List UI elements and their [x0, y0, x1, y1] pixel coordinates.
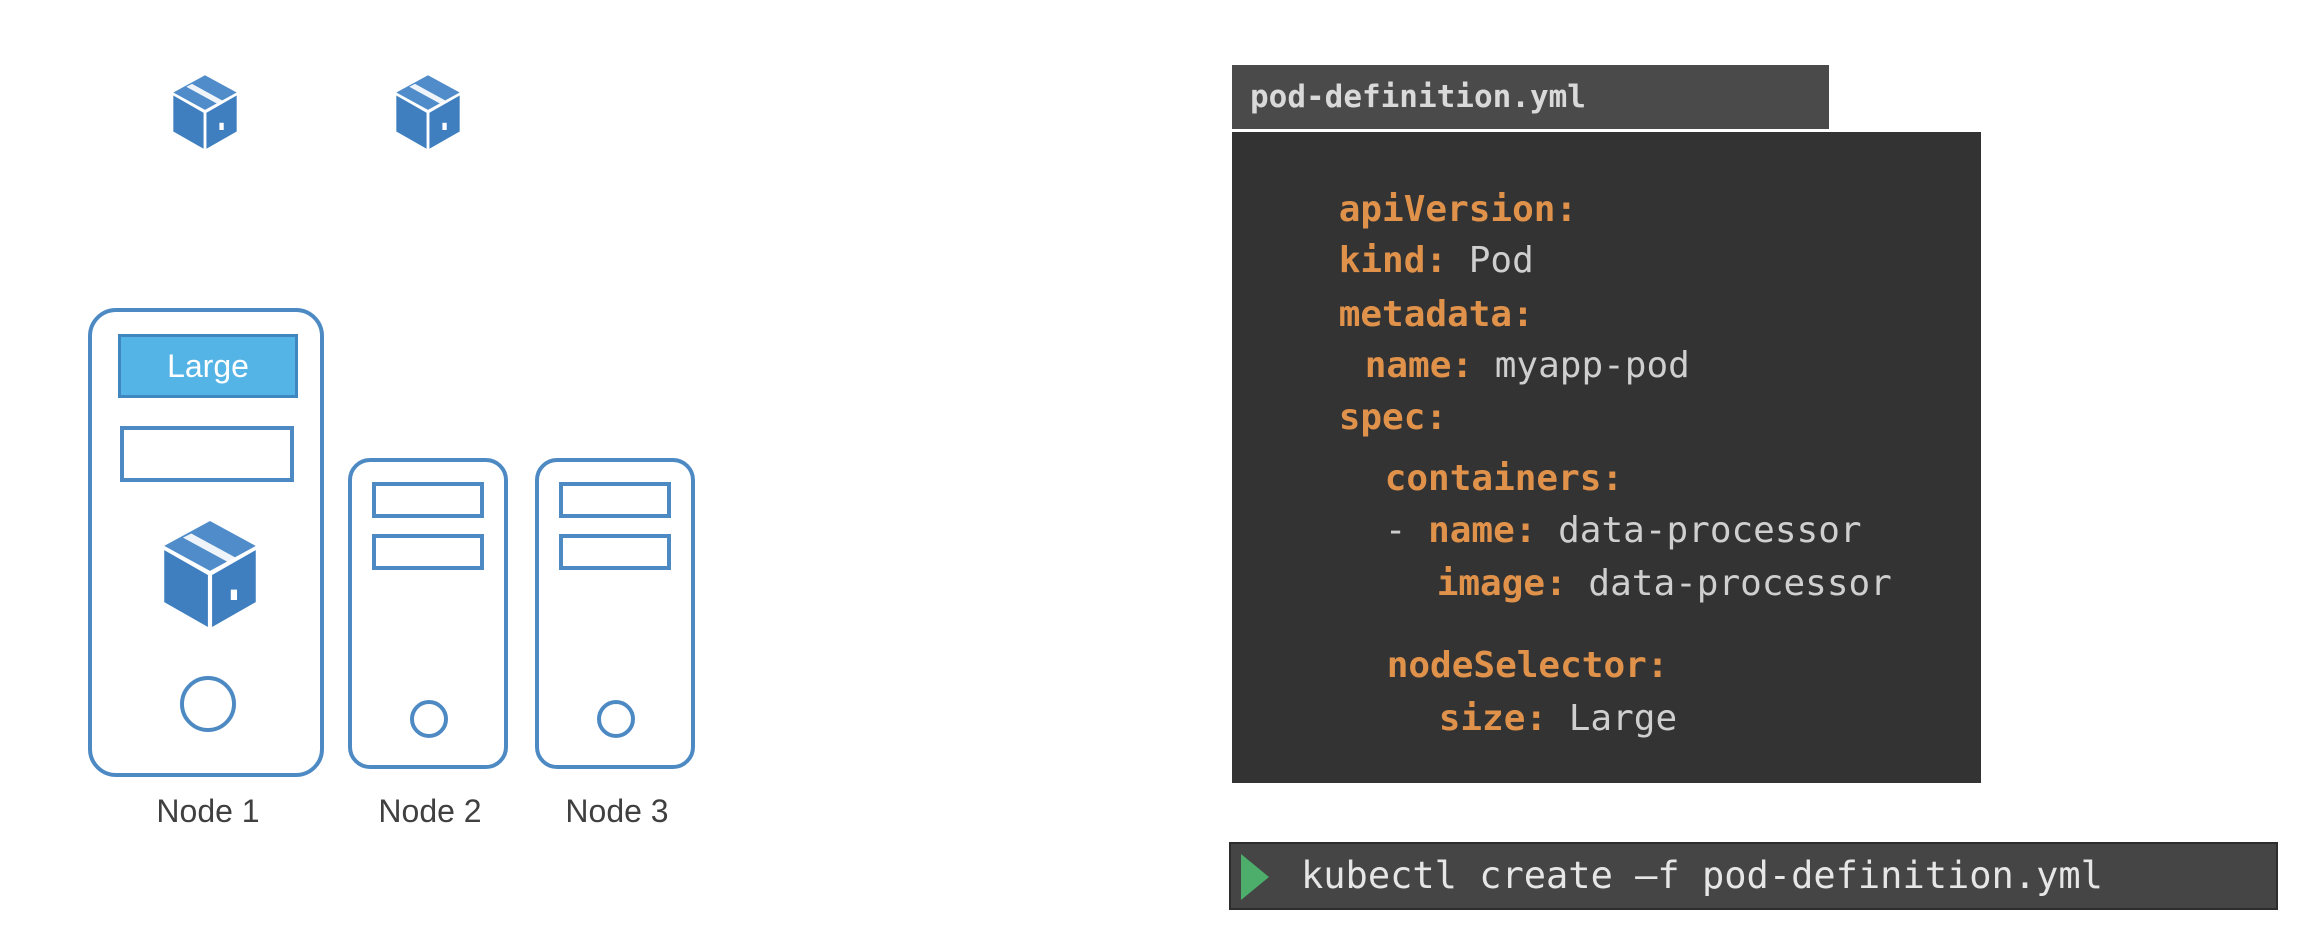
yaml-line: kind: Pod — [1252, 199, 1534, 322]
file-name-tab: pod-definition.yml — [1232, 65, 1829, 129]
node-label-tag: Large — [118, 334, 298, 398]
yaml-key: image: — [1436, 563, 1567, 604]
yaml-line: - name: data-processor — [1298, 469, 1862, 592]
drive-slot — [559, 482, 671, 518]
yaml-line: image: data-processor — [1350, 522, 1892, 645]
node-2 — [348, 458, 508, 769]
yaml-line: spec: — [1252, 356, 1447, 479]
pod-icon — [169, 72, 241, 152]
node-1: Large — [88, 308, 324, 777]
command-text: kubectl create –f pod-definition.yml — [1301, 854, 2103, 897]
play-icon — [1241, 854, 1269, 900]
node-caption: Node 2 — [378, 793, 482, 829]
drive-slot — [120, 426, 294, 482]
node-caption: Node 3 — [565, 793, 669, 829]
yaml-key: containers: — [1384, 458, 1624, 499]
yaml-line: name: myapp-pod — [1278, 304, 1690, 427]
yaml-key: metadata: — [1338, 294, 1534, 335]
node-3 — [535, 458, 695, 769]
yaml-value: data-processor — [1566, 563, 1892, 604]
code-panel: apiVersion: kind: Pod metadata: name: my… — [1232, 132, 1981, 783]
pod-icon — [392, 72, 464, 152]
yaml-dash: - — [1384, 510, 1429, 551]
node-caption: Node 1 — [156, 793, 260, 829]
drive-slot — [372, 482, 484, 518]
power-button-icon — [180, 676, 236, 732]
drive-slot — [372, 534, 484, 570]
yaml-line: size: Large — [1352, 657, 1677, 780]
yaml-key: name: — [1364, 345, 1474, 386]
yaml-key: spec: — [1338, 397, 1448, 438]
yaml-line: apiVersion: — [1252, 148, 1577, 271]
pod-icon — [158, 516, 262, 632]
yaml-value: data-processor — [1536, 510, 1862, 551]
yaml-key: apiVersion: — [1338, 189, 1578, 230]
drive-slot — [559, 534, 671, 570]
yaml-key: name: — [1428, 510, 1537, 551]
command-bar: kubectl create –f pod-definition.yml — [1229, 842, 2278, 910]
yaml-line: metadata: — [1252, 253, 1534, 376]
yaml-line: nodeSelector: — [1300, 604, 1669, 727]
yaml-value: myapp-pod — [1473, 345, 1690, 386]
yaml-key: nodeSelector: — [1386, 645, 1669, 686]
yaml-line: containers: — [1298, 417, 1623, 540]
yaml-key: kind: — [1338, 240, 1448, 281]
power-button-icon — [597, 700, 635, 738]
power-button-icon — [410, 700, 448, 738]
yaml-value: Large — [1547, 698, 1678, 739]
yaml-value: Pod — [1447, 240, 1534, 281]
yaml-key: size: — [1438, 698, 1548, 739]
